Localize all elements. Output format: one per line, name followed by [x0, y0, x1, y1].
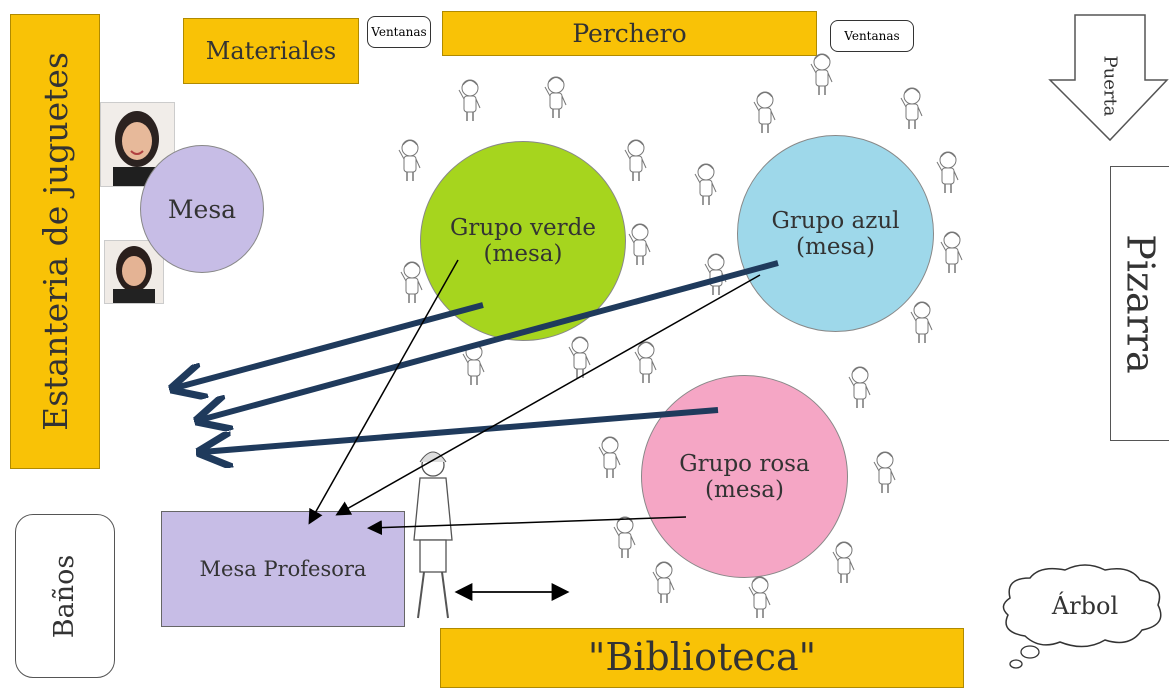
child-icon: [873, 451, 896, 494]
child-icon: [462, 343, 485, 386]
window-right-label: Ventanas: [844, 29, 900, 43]
toy-shelf-label: Estanteria de juguetes: [35, 52, 75, 431]
library-label: "Biblioteca": [587, 635, 817, 679]
pink-group-label-1: Grupo rosa: [679, 450, 810, 477]
child-icon: [652, 561, 675, 604]
blue-group-table: Grupo azul (mesa): [737, 135, 934, 332]
child-icon: [753, 91, 776, 134]
child-icon: [694, 163, 717, 206]
door-label: Puerta: [1099, 55, 1121, 117]
arrow-green-to-shelf: [175, 302, 484, 388]
blue-group-label-1: Grupo azul: [771, 207, 900, 234]
bathrooms: Baños: [15, 514, 115, 678]
child-icon: [940, 231, 963, 274]
blackboard-label: Pizarra: [1119, 233, 1164, 374]
pink-group-label-2: (mesa): [705, 476, 784, 503]
pink-group-table: Grupo rosa (mesa): [641, 375, 848, 578]
table-circle: Mesa: [140, 145, 264, 273]
child-icon: [748, 576, 771, 619]
coat-rack: Perchero: [442, 11, 817, 56]
child-icon: [624, 139, 647, 182]
child-icon: [598, 436, 621, 479]
child-icon: [544, 76, 567, 119]
window-left-label: Ventanas: [371, 25, 427, 39]
child-icon: [832, 541, 855, 584]
green-group-label-1: Grupo verde: [450, 215, 596, 241]
child-icon: [628, 223, 651, 266]
materials-label: Materiales: [205, 37, 337, 65]
window-left: Ventanas: [367, 16, 431, 48]
green-group-label-2: (mesa): [483, 241, 563, 267]
child-icon: [900, 87, 923, 130]
teacher-figure-icon: [413, 451, 453, 619]
child-icon: [458, 79, 481, 122]
arrow-pink-to-shelf: [202, 407, 719, 452]
blackboard: Pizarra: [1110, 166, 1169, 441]
arrow-pink-to-desk: [367, 516, 687, 536]
child-icon: [704, 253, 727, 296]
library: "Biblioteca": [440, 628, 964, 688]
child-icon: [613, 516, 636, 559]
tree-label: Árbol: [1051, 592, 1119, 620]
green-group-table: Grupo verde (mesa): [420, 141, 626, 341]
child-icon: [634, 341, 657, 384]
child-icon: [398, 139, 421, 182]
child-icon: [936, 151, 959, 194]
toy-shelf: Estanteria de juguetes: [10, 14, 100, 469]
coat-rack-label: Perchero: [572, 19, 687, 48]
table-label: Mesa: [167, 194, 237, 224]
teacher-desk: Mesa Profesora: [161, 511, 405, 627]
child-icon: [848, 366, 871, 409]
child-icon: [568, 336, 591, 379]
window-right: Ventanas: [830, 20, 914, 52]
child-icon: [910, 301, 933, 344]
child-icon: [400, 261, 423, 304]
child-icon: [810, 53, 833, 96]
materials-box: Materiales: [183, 18, 359, 84]
blue-group-label-2: (mesa): [796, 233, 875, 260]
arrow-green-to-desk: [308, 259, 459, 525]
teacher-desk-label: Mesa Profesora: [199, 557, 367, 581]
bathrooms-label: Baños: [49, 554, 81, 638]
